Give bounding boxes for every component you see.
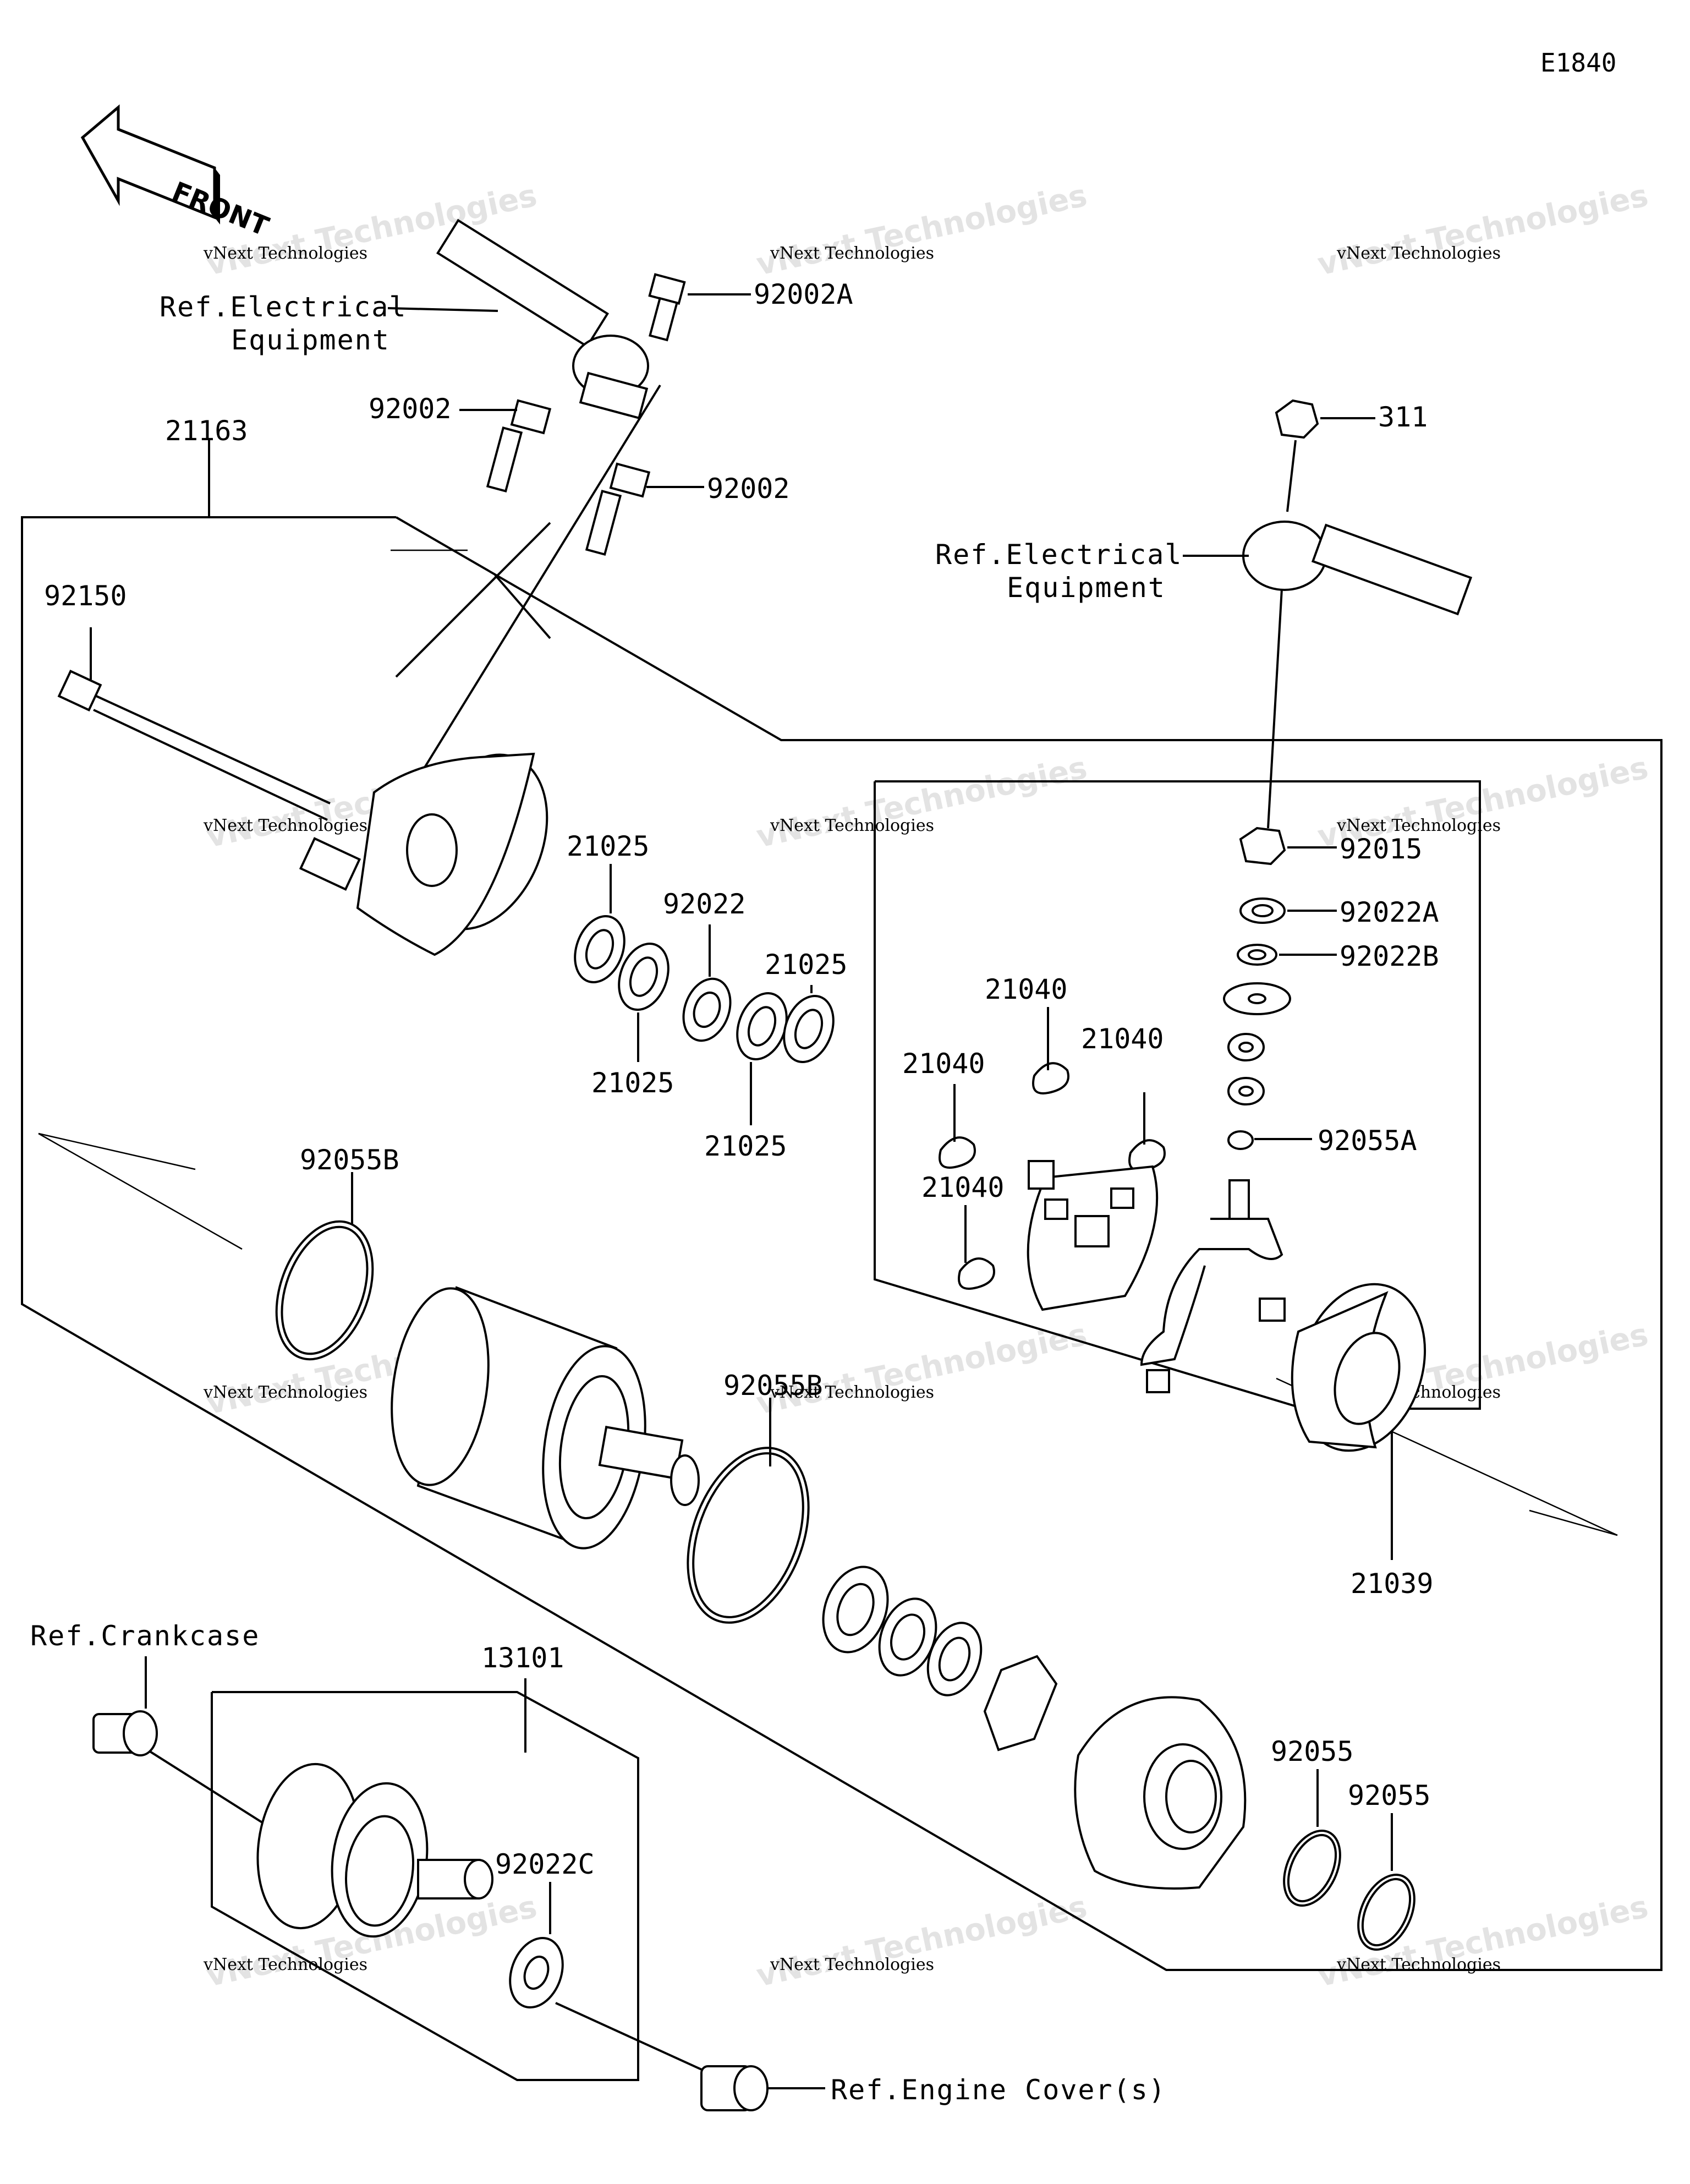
watermark: vNext Technologies bbox=[770, 1383, 934, 1402]
bolt-92002A bbox=[648, 273, 751, 342]
ref-electrical-right-2: Equipment bbox=[1007, 572, 1166, 604]
callout-92055: 92055 bbox=[1271, 1736, 1354, 1767]
watermark: vNext Technologies bbox=[753, 1889, 1090, 1994]
callout-21040: 21040 bbox=[902, 1048, 985, 1080]
diagram-id: E1840 bbox=[1540, 48, 1616, 78]
brush-springs bbox=[939, 1007, 1166, 1290]
ref-electrical-right-1: Ref.Electrical bbox=[935, 539, 1182, 571]
bolt-92002-b bbox=[585, 462, 704, 556]
callout-92002: 92002 bbox=[707, 473, 790, 505]
callout-92015: 92015 bbox=[1340, 833, 1423, 865]
o-ring-92055B-right bbox=[687, 1398, 810, 1624]
frame-13101 bbox=[211, 1678, 639, 2081]
watermark: vNext Technologies bbox=[203, 1383, 367, 1402]
callout-21025: 21025 bbox=[567, 830, 650, 862]
callout-92022A: 92022A bbox=[1340, 896, 1439, 928]
callout-92022B: 92022B bbox=[1340, 940, 1439, 972]
watermark: vNext Technologies bbox=[1336, 1955, 1501, 1974]
brush-holder bbox=[1140, 1179, 1286, 1393]
watermark: vNext Technologies bbox=[770, 1955, 934, 1974]
brush-plate bbox=[1027, 1160, 1159, 1311]
watermark: vNext Technologies bbox=[203, 244, 367, 263]
bushing-crankcase bbox=[92, 1656, 158, 1756]
shims-upper bbox=[574, 864, 835, 1125]
watermark: vNext Technologies bbox=[770, 244, 934, 263]
bushing-engine-cover bbox=[700, 2065, 769, 2111]
callout-21040: 21040 bbox=[1081, 1023, 1164, 1055]
ref-crankcase: Ref.Crankcase bbox=[30, 1620, 260, 1652]
watermark: vNext Technologies bbox=[753, 178, 1090, 283]
frame-21163 bbox=[21, 440, 1662, 1971]
callout-21040: 21040 bbox=[985, 973, 1068, 1005]
front-cover bbox=[1074, 1696, 1247, 1890]
motor-body bbox=[391, 1286, 700, 1550]
watermark: vNext Technologies bbox=[1336, 244, 1501, 263]
callout-13101: 13101 bbox=[481, 1642, 564, 1674]
watermark: vNext Technologies bbox=[1314, 178, 1651, 283]
cable-right bbox=[1183, 399, 1473, 866]
callout-21025: 21025 bbox=[704, 1130, 787, 1162]
callout-92002A: 92002A bbox=[754, 278, 853, 310]
callout-92150: 92150 bbox=[44, 580, 127, 612]
callout-92055B: 92055B bbox=[723, 1370, 823, 1402]
o-rings-92055 bbox=[1283, 1769, 1415, 1951]
yoke-cup bbox=[1291, 1283, 1426, 1452]
washers-lower bbox=[822, 1566, 1058, 1751]
bolt-92002-a bbox=[459, 399, 552, 492]
bolt-92150 bbox=[57, 627, 331, 821]
callout-92002: 92002 bbox=[369, 393, 452, 425]
callout-92022C: 92022C bbox=[495, 1848, 595, 1880]
ref-electrical-left-1: Ref.Electrical bbox=[160, 291, 407, 323]
rear-cover bbox=[299, 752, 548, 956]
callout-311: 311 bbox=[1378, 401, 1428, 433]
watermark: vNext Technologies bbox=[1336, 816, 1501, 835]
starter-clutch bbox=[256, 1762, 493, 1938]
o-ring-92055B-left bbox=[275, 1172, 374, 1361]
callout-92055: 92055 bbox=[1348, 1780, 1431, 1811]
watermark: vNext Technologies bbox=[770, 816, 934, 835]
callout-92022: 92022 bbox=[663, 888, 746, 920]
washer-stack bbox=[1223, 897, 1337, 1150]
washer-92022C bbox=[509, 1882, 564, 2008]
callout-92055B: 92055B bbox=[300, 1144, 399, 1176]
watermark: vNext Technologies bbox=[753, 750, 1090, 855]
front-arrow-icon: FRONT bbox=[80, 104, 273, 243]
ref-engine-cover: Ref.Engine Cover(s) bbox=[831, 2074, 1166, 2106]
watermarks: vNext Technologies vNext Technologies vN… bbox=[203, 178, 1651, 1994]
watermark: vNext Technologies bbox=[203, 1955, 367, 1974]
front-label: FRONT bbox=[168, 176, 273, 243]
watermark: vNext Technologies bbox=[203, 816, 367, 835]
callout-92055A: 92055A bbox=[1318, 1125, 1417, 1157]
ref-electrical-left-2: Equipment bbox=[231, 324, 390, 356]
callout-21039: 21039 bbox=[1351, 1568, 1434, 1600]
callout-21040: 21040 bbox=[921, 1172, 1005, 1203]
callout-21025: 21025 bbox=[591, 1067, 674, 1099]
callout-21025: 21025 bbox=[765, 949, 848, 981]
callout-21163: 21163 bbox=[165, 415, 248, 447]
